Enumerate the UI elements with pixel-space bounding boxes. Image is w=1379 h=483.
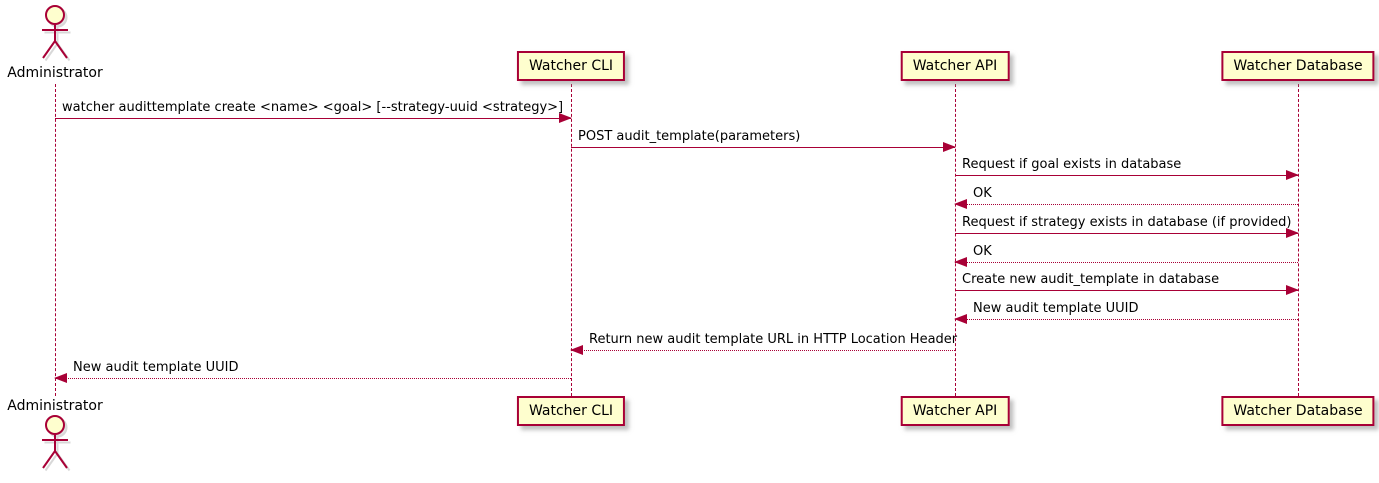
arrowhead-icon bbox=[954, 199, 967, 209]
message-line bbox=[55, 118, 571, 119]
lifeline-administrator bbox=[55, 84, 56, 396]
message-label: OK bbox=[973, 186, 992, 201]
message-label: Request if goal exists in database bbox=[962, 157, 1182, 172]
participant-watcher-api-bottom: Watcher API bbox=[900, 396, 1010, 426]
lifeline-watcher-database bbox=[1298, 84, 1299, 396]
lifeline-watcher-api bbox=[955, 84, 956, 396]
arrowhead-icon bbox=[570, 345, 583, 355]
arrowhead-icon bbox=[1286, 170, 1299, 180]
message-label: New audit template UUID bbox=[73, 360, 239, 375]
message-label: POST audit_template(parameters) bbox=[578, 129, 801, 144]
actor-label-bottom: Administrator bbox=[7, 398, 103, 414]
message-label: watcher audittemplate create <name> <goa… bbox=[62, 100, 564, 115]
message-line bbox=[955, 290, 1298, 291]
arrowhead-icon bbox=[1286, 285, 1299, 295]
message-label: Return new audit template URL in HTTP Lo… bbox=[589, 332, 958, 347]
message-line bbox=[55, 378, 571, 379]
arrowhead-icon bbox=[954, 314, 967, 324]
message-line bbox=[955, 319, 1298, 320]
participant-watcher-api-top: Watcher API bbox=[900, 51, 1010, 81]
message-label: Create new audit_template in database bbox=[962, 272, 1220, 287]
participant-watcher-cli-top: Watcher CLI bbox=[516, 51, 626, 81]
message-label: Request if strategy exists in database (… bbox=[962, 215, 1292, 230]
message-line bbox=[955, 233, 1298, 234]
message-line bbox=[571, 350, 955, 351]
arrowhead-icon bbox=[1286, 228, 1299, 238]
arrowhead-icon bbox=[943, 142, 956, 152]
participant-watcher-database-bottom: Watcher Database bbox=[1221, 396, 1375, 426]
actor-icon bbox=[42, 415, 71, 472]
message-line bbox=[955, 204, 1298, 205]
message-line bbox=[955, 175, 1298, 176]
lifeline-watcher-cli bbox=[571, 84, 572, 396]
actor-icon bbox=[42, 5, 71, 62]
message-line bbox=[955, 262, 1298, 263]
arrowhead-icon bbox=[954, 257, 967, 267]
actor-label-top: Administrator bbox=[7, 65, 103, 81]
message-label: New audit template UUID bbox=[973, 301, 1139, 316]
message-label: OK bbox=[973, 244, 992, 259]
arrowhead-icon bbox=[559, 113, 572, 123]
participant-watcher-database-top: Watcher Database bbox=[1221, 51, 1375, 81]
message-line bbox=[571, 147, 955, 148]
participant-watcher-cli-bottom: Watcher CLI bbox=[516, 396, 626, 426]
arrowhead-icon bbox=[54, 373, 67, 383]
